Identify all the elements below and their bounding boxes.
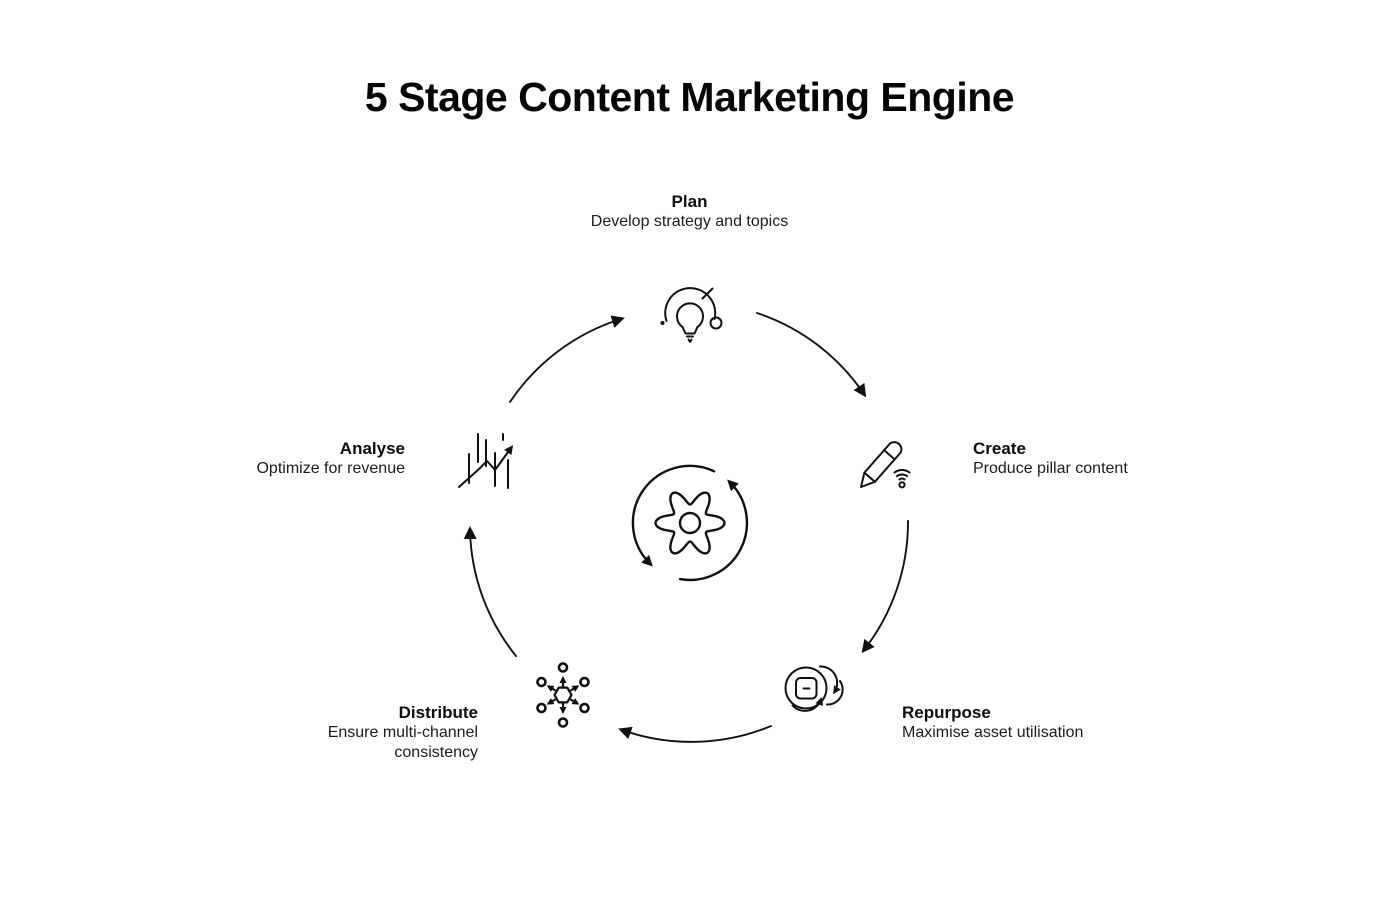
- asset-recycle-icon: [779, 659, 855, 727]
- stage-name-repurpose: Repurpose: [902, 703, 991, 722]
- stage-desc-create: Produce pillar content: [973, 460, 1128, 477]
- arrow-distribute-to-analyse: [463, 526, 517, 657]
- gear-cycle-icon: [620, 453, 760, 593]
- page-title: 5 Stage Content Marketing Engine: [364, 74, 1015, 120]
- arrow-create-to-repurpose: [861, 520, 909, 654]
- stage-desc-distribute: Ensure multi-channel consistency: [327, 724, 478, 761]
- stage-label-plan: Plan Develop strategy and topics: [540, 192, 840, 232]
- stage-name-plan: Plan: [671, 192, 708, 211]
- stage-desc-analyse: Optimize for revenue: [256, 460, 405, 477]
- stage-label-analyse: Analyse Optimize for revenue: [256, 439, 405, 479]
- stage-name-distribute: Distribute: [398, 703, 478, 722]
- analytics-growth-icon: [456, 426, 520, 494]
- stage-label-distribute: Distribute Ensure multi-channel consiste…: [318, 703, 478, 763]
- stage-desc-plan: Develop strategy and topics: [590, 213, 789, 230]
- stage-name-analyse: Analyse: [339, 439, 405, 458]
- multi-channel-broadcast-icon: [528, 660, 598, 730]
- lightbulb-idea-icon: [655, 283, 725, 347]
- arrow-repurpose-to-distribute: [618, 725, 772, 743]
- arrow-plan-to-create: [756, 312, 867, 398]
- arrow-analyse-to-plan: [509, 315, 625, 403]
- stage-label-repurpose: Repurpose Maximise asset utilisation: [902, 703, 1083, 743]
- stage-desc-repurpose: Maximise asset utilisation: [902, 724, 1084, 741]
- stage-label-create: Create Produce pillar content: [973, 439, 1128, 479]
- stage-name-create: Create: [973, 439, 1026, 458]
- pencil-signal-icon: [855, 424, 925, 494]
